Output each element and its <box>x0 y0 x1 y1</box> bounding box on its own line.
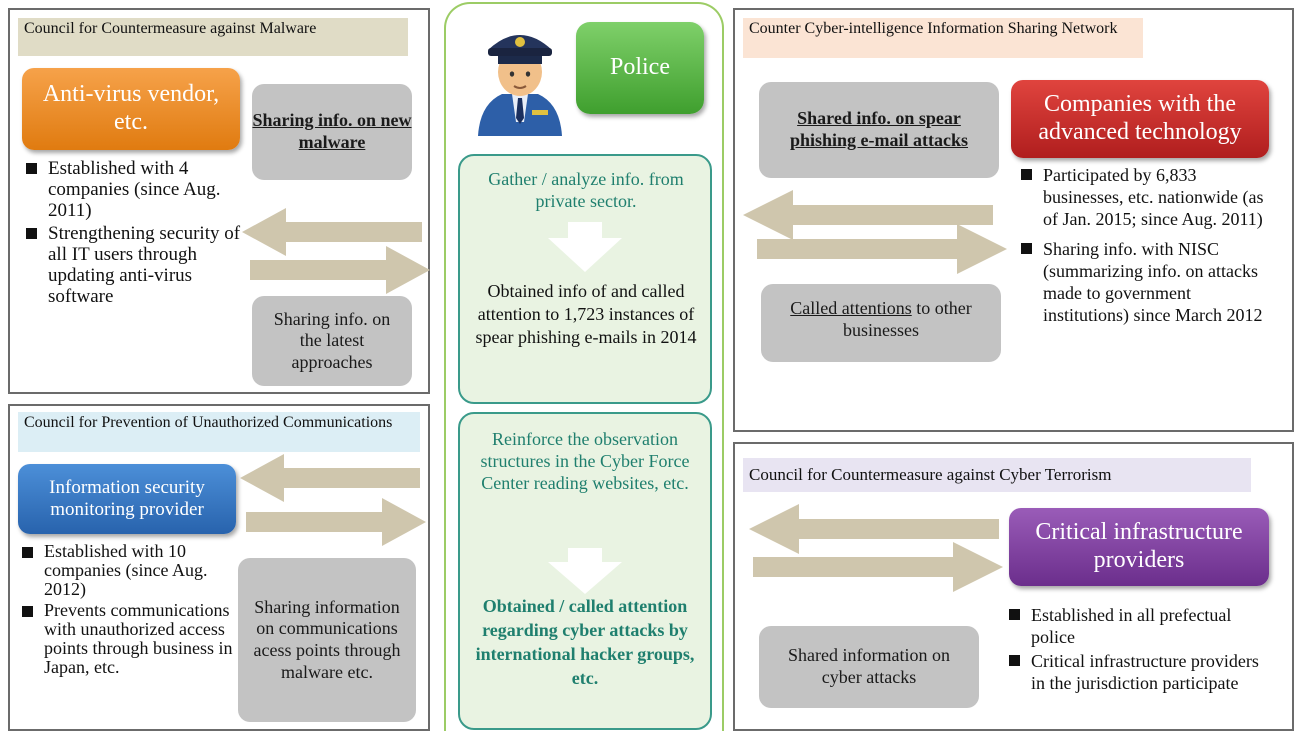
cyber-terror-title: Council for Countermeasure against Cyber… <box>743 458 1251 492</box>
info-security-provider-box: Information security monitoring provider <box>18 464 236 534</box>
right-arrow-icon <box>753 542 1003 592</box>
cyber-intel-bullet: Participated by 6,833 businesses, etc. n… <box>1019 164 1279 230</box>
result2-text: Obtained / called attention regarding cy… <box>475 596 695 688</box>
unauthorized-bullet: Prevents communications with unauthorize… <box>20 601 235 677</box>
left-arrow-icon <box>240 454 420 502</box>
cyber-intel-panel: Counter Cyber-intelligence Information S… <box>733 8 1294 432</box>
left-arrow-icon <box>749 504 999 554</box>
step2-text: Reinforce the observation structures in … <box>480 429 690 493</box>
advanced-tech-companies-box: Companies with the advanced technology <box>1011 80 1269 158</box>
critical-infrastructure-box: Critical infrastructure providers <box>1009 508 1269 586</box>
sharing-new-malware-box: Sharing info. on new malware <box>252 84 412 180</box>
down-arrow-icon <box>548 222 622 272</box>
malware-bullet-list: Established with 4 companies (since Aug.… <box>24 158 244 309</box>
called-attentions-box: Called attentions to other businesses <box>761 284 1001 362</box>
malware-bullet: Strengthening security of all IT users t… <box>24 223 244 307</box>
sharing-access-points-box: Sharing information on communications ac… <box>238 558 416 722</box>
spear-phishing-share-box: Shared info. on spear phishing e-mail at… <box>759 82 999 178</box>
malware-bullet: Established with 4 companies (since Aug.… <box>24 158 244 221</box>
cyber-intel-title: Counter Cyber-intelligence Information S… <box>743 18 1143 58</box>
right-arrow-icon <box>757 224 1007 274</box>
police-center-panel: Police Gather / analyze info. from priva… <box>444 2 724 731</box>
shared-cyber-attacks-box: Shared information on cyber attacks <box>759 626 979 708</box>
malware-council-panel: Council for Countermeasure against Malwa… <box>8 8 430 394</box>
sharing-latest-approaches-box: Sharing info. on the latest approaches <box>252 296 412 386</box>
unauthorized-bullet: Established with 10 companies (since Aug… <box>20 542 235 599</box>
right-arrow-icon <box>250 246 430 294</box>
cyber-terror-bullet: Critical infrastructure providers in the… <box>1007 650 1269 694</box>
private-sector-analysis-box <box>458 154 712 404</box>
unauthorized-bullet-list: Established with 10 companies (since Aug… <box>20 542 235 679</box>
down-arrow-icon <box>548 548 622 594</box>
unauthorized-comm-title: Council for Prevention of Unauthorized C… <box>18 412 420 452</box>
right-arrow-icon <box>246 498 426 546</box>
police-box: Police <box>576 22 704 114</box>
cyber-intel-bullet: Sharing info. with NISC (summarizing inf… <box>1019 238 1279 326</box>
police-officer-icon <box>478 35 562 136</box>
left-arrow-icon <box>242 208 422 256</box>
cyber-terror-panel: Council for Countermeasure against Cyber… <box>733 442 1294 731</box>
result1-text: Obtained info of and called attention to… <box>475 281 697 347</box>
left-arrow-icon <box>743 190 993 240</box>
cyber-terror-bullet: Established in all prefectual police <box>1007 604 1269 648</box>
cyber-intel-bullet-list: Participated by 6,833 businesses, etc. n… <box>1019 164 1279 328</box>
cyber-terror-bullet-list: Established in all prefectual police Cri… <box>1007 604 1269 696</box>
unauthorized-comm-panel: Council for Prevention of Unauthorized C… <box>8 404 430 731</box>
step1-text: Gather / analyze info. from private sect… <box>488 169 684 211</box>
anti-virus-vendor-box: Anti-virus vendor, etc. <box>22 68 240 150</box>
malware-council-title: Council for Countermeasure against Malwa… <box>18 18 408 56</box>
